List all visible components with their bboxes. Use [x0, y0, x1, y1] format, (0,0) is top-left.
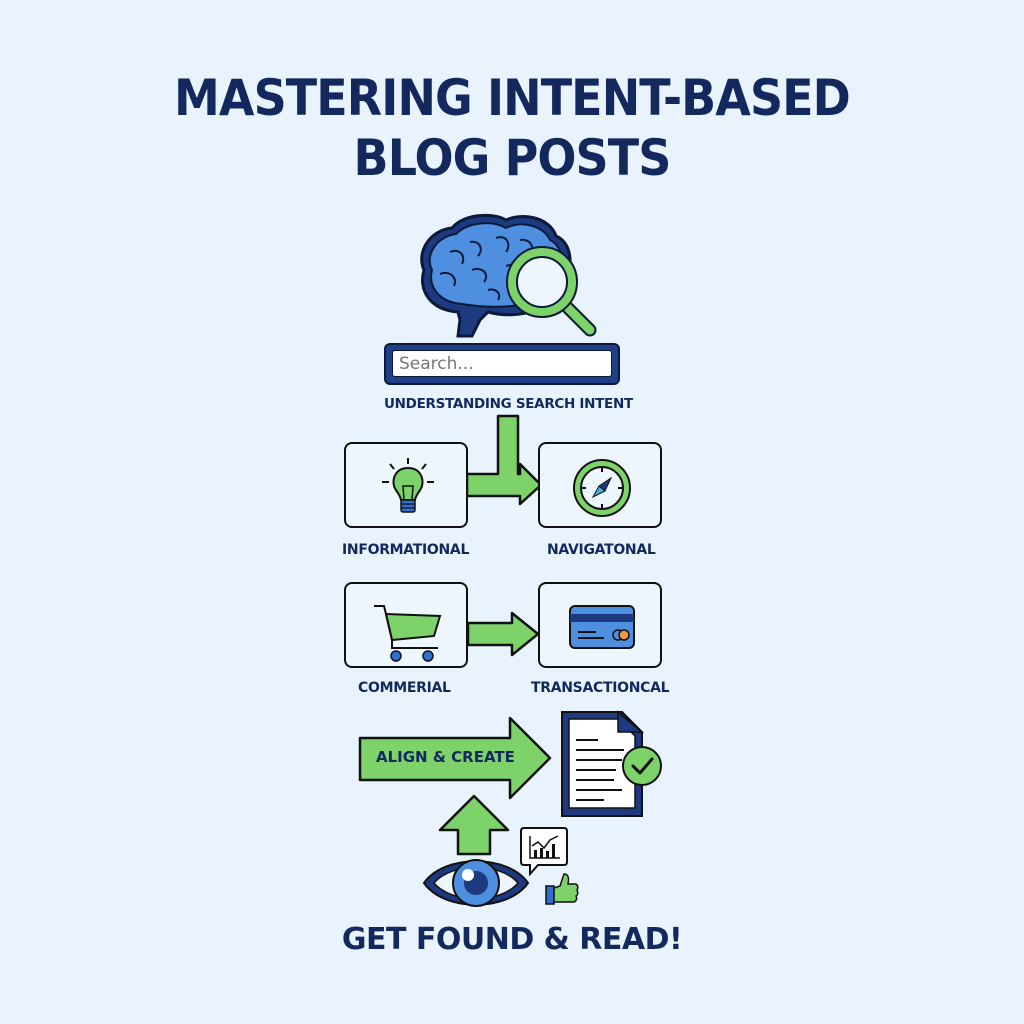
chart-bubble-icon	[520, 827, 568, 876]
informational-card	[344, 442, 468, 528]
search-bar[interactable]: Search...	[384, 343, 620, 385]
search-intent-caption: UNDERSTANDING SEARCH INTENT	[384, 396, 633, 412]
brain-search-icon	[420, 213, 597, 338]
transactional-card	[538, 582, 662, 668]
right-arrow-icon	[466, 611, 540, 657]
page-title-line2: BLOG POSTS	[353, 129, 672, 187]
commercial-card	[344, 582, 468, 668]
align-create-arrow	[358, 716, 552, 800]
credit-card-icon	[569, 605, 635, 649]
page-title-line1: MASTERING INTENT-BASED	[174, 69, 851, 127]
shopping-cart-icon	[374, 605, 442, 662]
intent-label-transactional: TRANSACTIONCAL	[531, 680, 670, 696]
intent-label-informational: INFORMATIONAL	[342, 542, 470, 558]
get-found-read-label: GET FOUND & READ!	[341, 922, 683, 957]
navigational-card	[538, 442, 662, 528]
intent-label-commercial: COMMERIAL	[358, 680, 451, 696]
thumbs-up-icon	[545, 873, 579, 905]
intent-label-navigational: NAVIGATONAL	[547, 542, 656, 558]
align-create-label: ALIGN & CREATE	[376, 748, 515, 766]
lightbulb-icon	[382, 458, 434, 513]
down-right-arrow-icon	[465, 414, 543, 506]
document-check-icon	[561, 710, 662, 817]
compass-icon	[573, 459, 631, 517]
search-input[interactable]: Search...	[392, 350, 612, 377]
eye-icon	[422, 859, 530, 907]
up-arrow-icon	[438, 794, 510, 856]
